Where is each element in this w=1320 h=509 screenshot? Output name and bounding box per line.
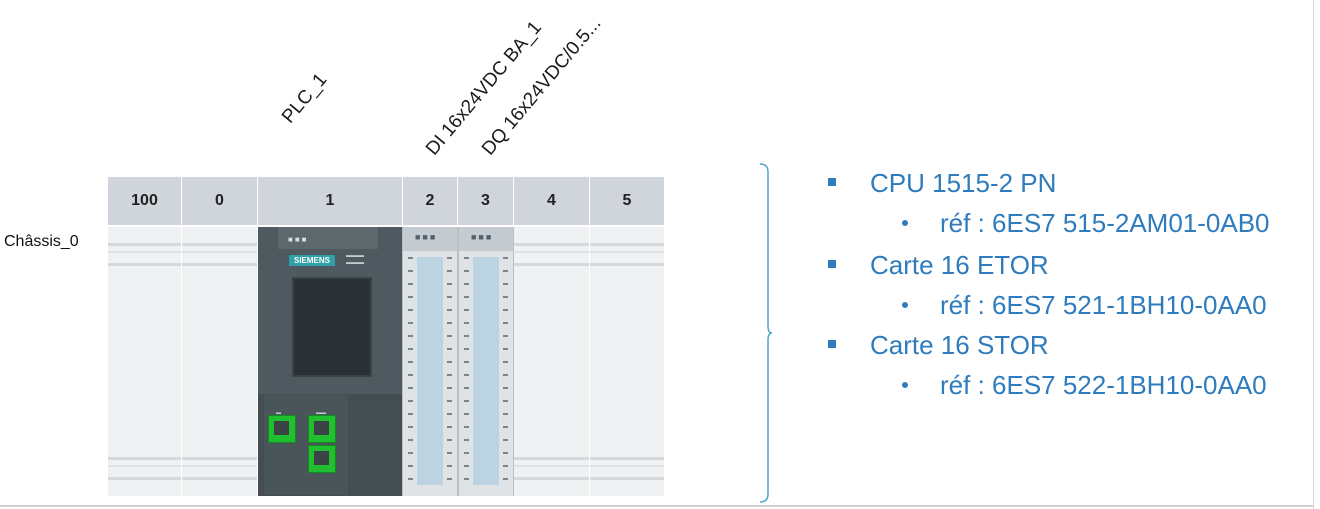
cpu-status-leds: ■■■ [288,235,309,244]
slot-header-0[interactable]: 0 [182,177,258,225]
profinet-port-x1-icon[interactable] [268,415,296,443]
slot-100[interactable] [108,227,182,496]
spec-title: Carte 16 STOR [870,330,1049,360]
dq-module-top [459,227,513,251]
cpu-top-panel [278,227,378,249]
siemens-logo: SIEMENS [289,255,335,266]
square-bullet-icon [828,260,836,268]
di-module-top [403,227,457,251]
cpu-model-marking: ▬▬▬▬▬▬ [346,253,364,266]
frame-edge-right [1313,0,1314,509]
rack-header: 100 0 1 2 3 4 5 [108,177,664,225]
slot-header-2[interactable]: 2 [403,177,458,225]
frame-edge-bottom [0,505,1314,507]
dq-module[interactable]: ■■■ [458,227,514,496]
slot-header-100[interactable]: 100 [108,177,182,225]
slot-header-4[interactable]: 4 [514,177,590,225]
rack-body [108,227,664,496]
slot-4[interactable] [514,227,590,496]
di-pins-right [447,257,452,485]
square-bullet-icon [828,340,836,348]
square-bullet-icon [828,178,836,186]
spec-ref: réf : 6ES7 515-2AM01-0AB0 [940,208,1270,238]
cpu-display [292,277,372,377]
cpu-module[interactable]: ■■■ SIEMENS ▬▬▬▬▬▬ ▬ ▬▬ [258,227,402,496]
round-bullet-icon [902,302,908,308]
di-pins-left [408,257,413,485]
spec-ref: réf : 6ES7 522-1BH10-0AA0 [940,370,1267,400]
spec-ref: réf : 6ES7 521-1BH10-0AA0 [940,290,1267,320]
dq-pins-left [464,257,469,485]
cpu-port-panel: ▬ ▬▬ [264,395,348,495]
dq-label-strip [473,257,499,485]
slot-header-5[interactable]: 5 [622,192,632,209]
slot-header-1[interactable]: 1 [258,177,403,225]
spec-title: Carte 16 ETOR [870,250,1049,280]
spec-title: CPU 1515-2 PN [870,168,1057,198]
di-label-strip [417,257,443,485]
round-bullet-icon [902,220,908,226]
di-status-leds: ■■■ [415,232,438,242]
chassis-label[interactable]: Châssis_0 [4,233,79,250]
profinet-port-x2p2-icon[interactable] [308,445,336,473]
slot-0[interactable] [182,227,258,496]
slot-header-3[interactable]: 3 [458,177,514,225]
dq-pins-right [503,257,508,485]
di-module[interactable]: ■■■ [402,227,458,496]
round-bullet-icon [902,382,908,388]
dq-status-leds: ■■■ [471,232,494,242]
slot-5[interactable] [590,227,664,496]
module-label-plc[interactable]: PLC_1 [278,69,332,128]
profinet-port-x2p1-icon[interactable] [308,415,336,443]
curly-bracket-icon [759,163,772,503]
